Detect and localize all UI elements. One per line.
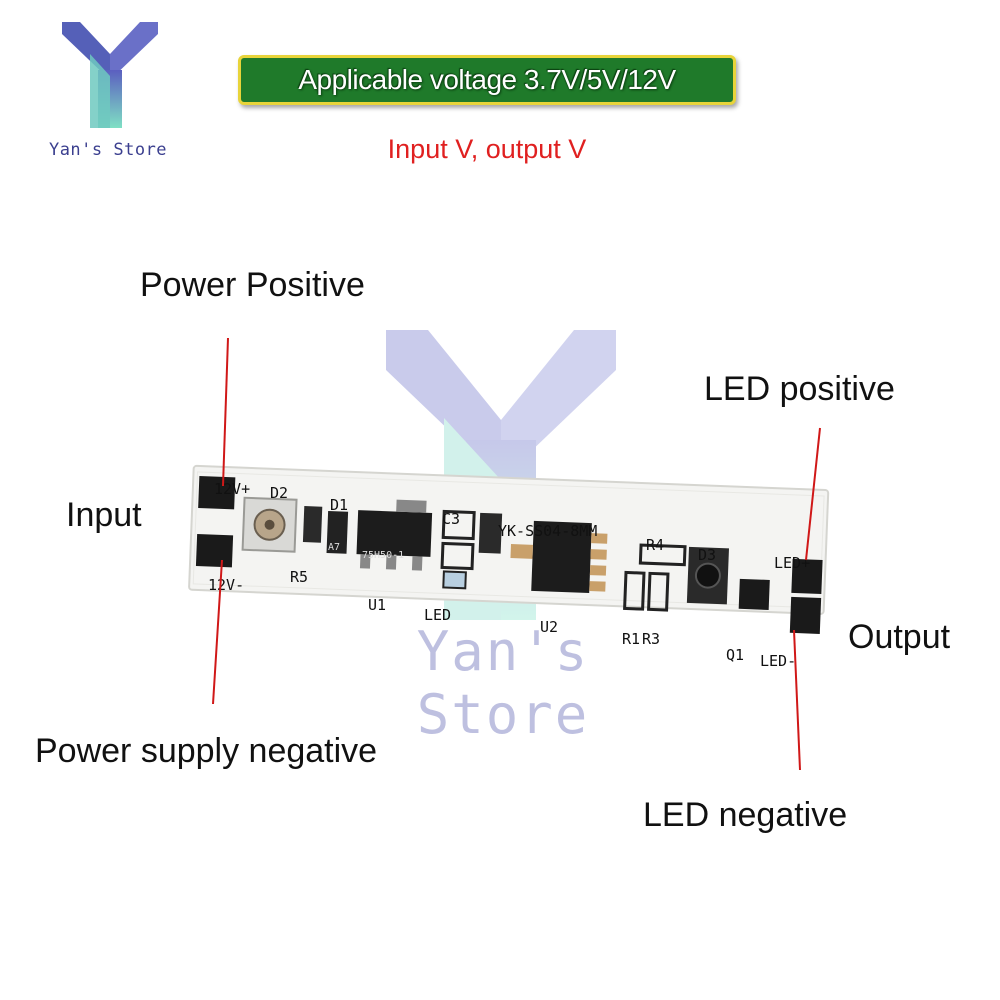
- regulator-marking: 75H50-1: [362, 550, 404, 561]
- component-label-d2: D2: [270, 484, 288, 502]
- component-label-led: LED: [424, 606, 451, 624]
- component-label-r1: R1: [622, 630, 640, 648]
- component-label-q1: Q1: [726, 646, 744, 664]
- label-led-negative: LED negative: [643, 796, 848, 834]
- board-model: YK-SS04-8MM: [498, 522, 597, 540]
- component-label-r4: R4: [646, 536, 664, 554]
- label-power-positive: Power Positive: [140, 266, 365, 304]
- label-power-supply-negative: Power supply negative: [35, 732, 378, 770]
- store-name: Yan's Store: [48, 140, 168, 160]
- voltage-banner: Applicable voltage 3.7V/5V/12V: [238, 55, 736, 105]
- component-label-d3: D3: [698, 546, 716, 564]
- pad-label-input-positive: 12V+: [214, 480, 250, 498]
- label-input: Input: [66, 496, 142, 534]
- pad-label-input-negative: 12V-: [208, 576, 244, 594]
- voltage-banner-text: Applicable voltage 3.7V/5V/12V: [298, 64, 676, 95]
- label-output: Output: [848, 618, 951, 656]
- component-label-u2: U2: [540, 618, 558, 636]
- pad-input-negative: [195, 533, 234, 568]
- diode-marking: A7: [328, 542, 340, 553]
- component-label-r3: R3: [642, 630, 660, 648]
- component-label-d1: D1: [330, 496, 348, 514]
- store-logo-icon: [62, 22, 158, 128]
- pad-output-positive: [791, 558, 823, 594]
- label-led-positive: LED positive: [704, 370, 895, 408]
- pad-label-output-negative: LED-: [760, 652, 796, 670]
- pcb-board: 12V+ 12V- LED+ LED- D2 D1 R5 U1 C3 LED Y…: [188, 464, 830, 670]
- watermark-text: Yan's Store: [416, 620, 590, 746]
- component-label-c3: C3: [442, 510, 460, 528]
- component-label-u1: U1: [368, 596, 386, 614]
- subtitle: Input V, output V: [387, 134, 587, 164]
- pad-label-output-positive: LED+: [774, 554, 810, 572]
- component-label-r5: R5: [290, 568, 308, 586]
- pad-output-negative: [789, 596, 822, 634]
